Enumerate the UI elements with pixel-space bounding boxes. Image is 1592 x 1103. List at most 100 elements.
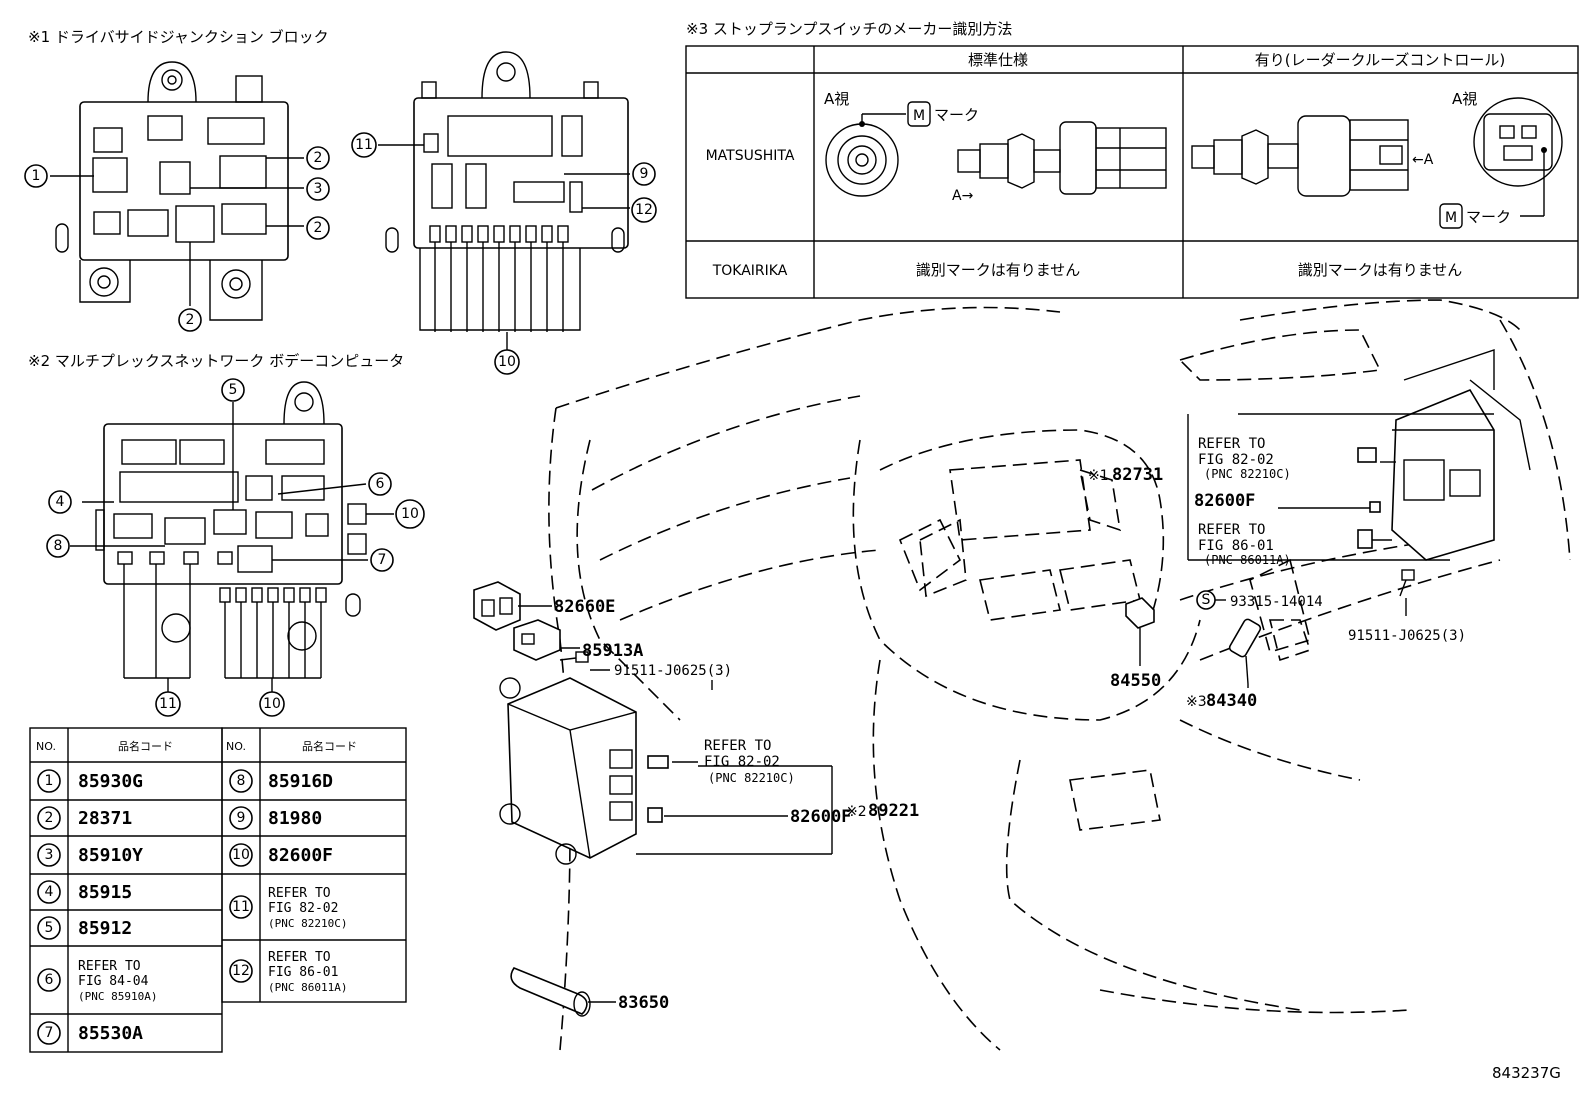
bolt-91511-left-drawing bbox=[559, 651, 589, 663]
table-head-code-left: 品名コード bbox=[118, 739, 173, 753]
table-row-number-circle bbox=[37, 843, 61, 867]
mark-label-std: マーク bbox=[934, 106, 979, 124]
callout-number: 1 bbox=[32, 168, 41, 184]
switch-84340-drawing bbox=[1228, 618, 1262, 685]
col-radar-cruise: 有り(レーダークルーズコントロール) bbox=[1255, 51, 1506, 69]
m-mark-symbol-radar: M bbox=[1445, 210, 1457, 226]
label-91511-left: 91511-J0625(3) bbox=[614, 663, 732, 679]
s-mark: S bbox=[1202, 592, 1211, 608]
table-row-code-line: (PNC 86011A) bbox=[268, 981, 347, 994]
ref2-line1: REFER TO bbox=[1198, 436, 1265, 452]
table-row-code-line: REFER TO bbox=[268, 886, 331, 901]
table-row-code-line: REFER TO bbox=[78, 959, 141, 974]
callout-number: 2 bbox=[314, 220, 323, 236]
callout-number: 4 bbox=[56, 494, 65, 510]
label-91511-right: 91511-J0625(3) bbox=[1348, 628, 1466, 644]
callout-number: 2 bbox=[186, 312, 195, 328]
table-row-code: 85530A bbox=[78, 1023, 143, 1044]
table-row-number-circle bbox=[37, 916, 61, 940]
table-row-number: 8 bbox=[237, 773, 246, 789]
callout-number: 7 bbox=[378, 552, 387, 568]
table-row-code-line: (PNC 82210C) bbox=[268, 917, 347, 930]
leader-lines bbox=[518, 413, 1494, 1003]
table-row-number-circle bbox=[37, 769, 61, 793]
table-row-code: 85916D bbox=[268, 771, 333, 792]
caption-junction-block: ※1 ドライバサイドジャンクション ブロック bbox=[28, 28, 329, 46]
callout-number: 10 bbox=[263, 696, 281, 712]
ref1-line3: (PNC 82210C) bbox=[708, 771, 795, 785]
label-82600f-right: 82600F bbox=[1194, 491, 1255, 511]
table-row-number: 3 bbox=[45, 847, 54, 863]
switch-radar-drawing bbox=[1191, 115, 1409, 197]
label-84550: 84550 bbox=[1110, 671, 1161, 691]
label-89221: 89221 bbox=[868, 801, 919, 821]
table-row-number-circle bbox=[229, 895, 253, 919]
callout-number: 2 bbox=[314, 150, 323, 166]
callout-number: 6 bbox=[376, 476, 385, 492]
callout-number: 5 bbox=[229, 382, 238, 398]
label-84340: 84340 bbox=[1206, 691, 1257, 711]
arrow-a-radar: ←A bbox=[1412, 152, 1434, 168]
body-computer-drawing bbox=[70, 381, 394, 692]
table-row-number: 5 bbox=[45, 920, 54, 936]
table-row-number-circle bbox=[37, 1021, 61, 1045]
mark-1: ※1 bbox=[1088, 468, 1109, 484]
ref2-line2: FIG 82-02 bbox=[1198, 452, 1274, 468]
part-labels: 82660E 85913A 91511-J0625(3) REFER TO FI… bbox=[554, 436, 1561, 1082]
label-82600f-left: 82600F bbox=[790, 807, 851, 827]
label-82660e: 82660E bbox=[554, 597, 615, 617]
callout-number: 11 bbox=[355, 137, 373, 153]
callout-number: 9 bbox=[640, 166, 649, 182]
table-row-code-line: REFER TO bbox=[268, 950, 331, 965]
stop-lamp-table: 標準仕様 有り(レーダークルーズコントロール) MATSUSHITA TOKAI… bbox=[685, 45, 1579, 299]
table-row-code-line: FIG 82-02 bbox=[268, 901, 338, 916]
connector-drawings-left bbox=[647, 755, 669, 823]
label-83650: 83650 bbox=[618, 993, 669, 1013]
junction-block-rear-callouts: 11 9 12 10 bbox=[351, 132, 657, 375]
callout-number: 8 bbox=[54, 538, 63, 554]
table-row-number-circle bbox=[229, 806, 253, 830]
switch-standard-drawing bbox=[957, 121, 1167, 195]
table-row-number: 1 bbox=[45, 773, 54, 789]
label-93315: 93315-14014 bbox=[1230, 594, 1323, 610]
table-row-number-circle bbox=[229, 959, 253, 983]
no-mark-radar: 識別マークは有りません bbox=[1298, 261, 1463, 279]
ref3-line2: FIG 86-01 bbox=[1198, 538, 1274, 554]
table-row-code-line: (PNC 85910A) bbox=[78, 990, 157, 1003]
mark-2: ※2 bbox=[846, 804, 867, 820]
table-row-code: 85915 bbox=[78, 882, 132, 903]
table-row-number: 2 bbox=[45, 810, 54, 826]
table-row-number: 11 bbox=[232, 899, 250, 915]
label-82731: 82731 bbox=[1112, 465, 1163, 485]
table-row-code: 85912 bbox=[78, 918, 132, 939]
table-row-number-circle bbox=[229, 843, 253, 867]
table-row-code: 28371 bbox=[78, 808, 132, 829]
callout-number: 10 bbox=[401, 506, 419, 522]
sensor-84550-drawing bbox=[1125, 597, 1155, 662]
table-head-no-right: NO. bbox=[226, 740, 246, 753]
junction-block-rear-drawing bbox=[378, 51, 630, 350]
mark-3: ※3 bbox=[1186, 694, 1207, 710]
table-row-code-line: FIG 86-01 bbox=[268, 965, 338, 980]
a-view-label-radar: A視 bbox=[1452, 90, 1477, 108]
ref2-line3: (PNC 82210C) bbox=[1204, 467, 1291, 481]
m-mark-symbol-std: M bbox=[913, 108, 925, 124]
junction-block-front-callouts: 1 2 3 2 2 bbox=[24, 146, 330, 332]
no-mark-standard: 識別マークは有りません bbox=[916, 261, 1081, 279]
bolt-91511-right-drawing bbox=[1399, 569, 1415, 597]
table-row-number: 10 bbox=[232, 847, 250, 863]
table-row-number: 7 bbox=[45, 1025, 54, 1041]
relay-82660e-drawing bbox=[473, 581, 521, 631]
table-head-code-right: 品名コード bbox=[302, 739, 357, 753]
table-row-number: 4 bbox=[45, 884, 54, 900]
dashboard-outline bbox=[548, 299, 1571, 1051]
callout-number: 3 bbox=[314, 181, 323, 197]
body-computer-89221-drawing bbox=[499, 677, 637, 865]
label-85913a: 85913A bbox=[582, 641, 643, 661]
table-head-no-left: NO. bbox=[36, 740, 56, 753]
junction-block-82731-drawing bbox=[1391, 349, 1531, 561]
